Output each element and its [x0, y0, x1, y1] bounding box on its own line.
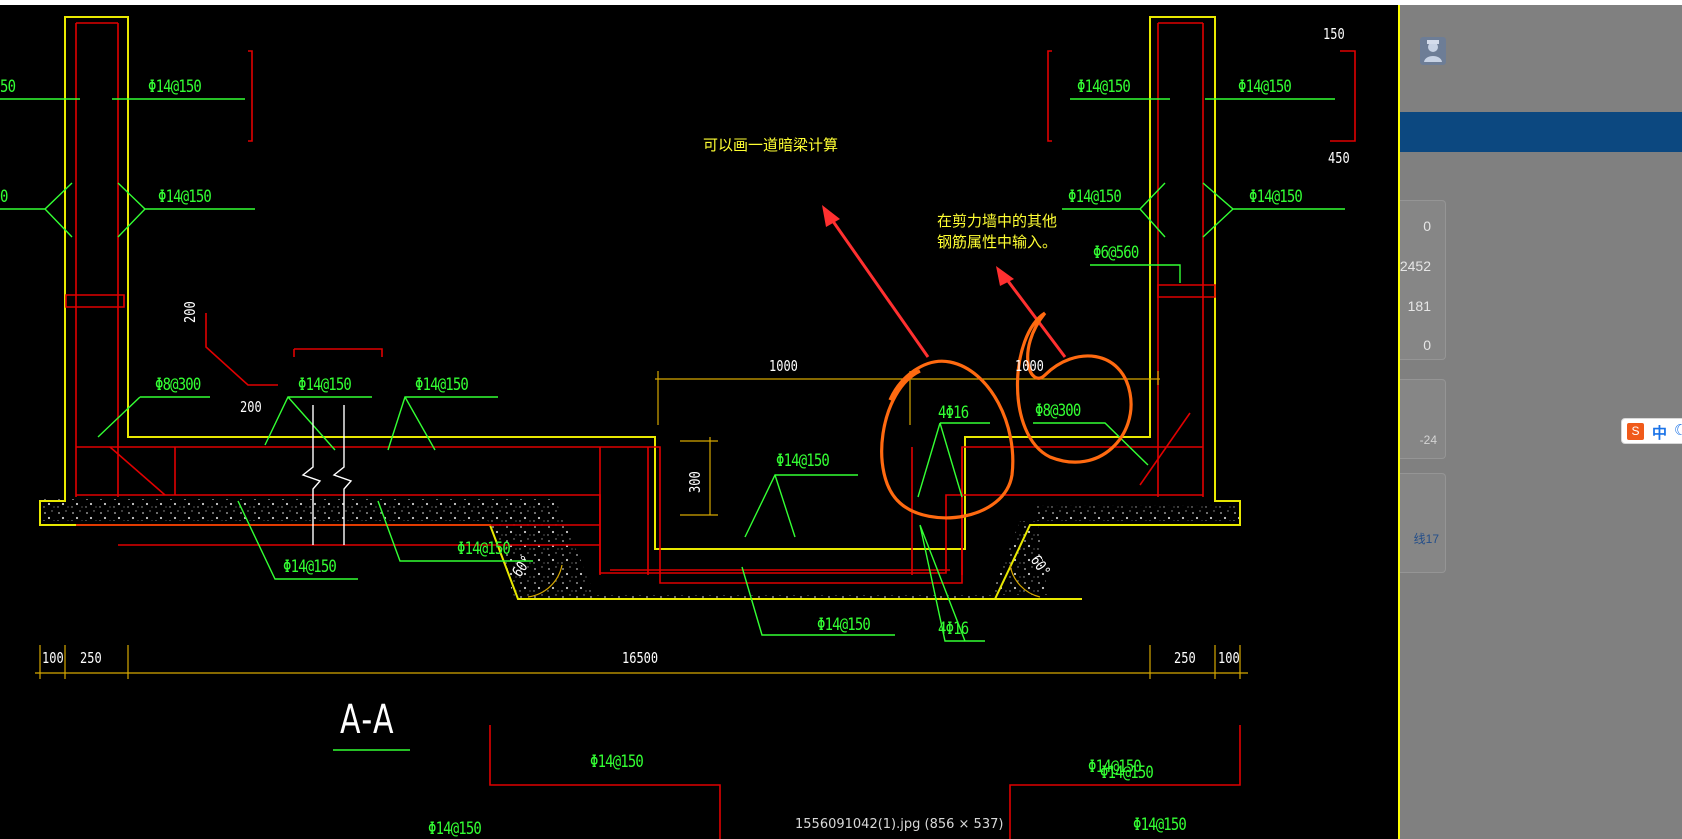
rebar-label: Φ14@150 [457, 539, 511, 559]
dimension-label: 100 [42, 649, 64, 667]
rebar-label: Φ14@150 [158, 187, 212, 207]
dimension-label: 250 [1174, 649, 1196, 667]
rebar-label: Φ14@150 [1133, 815, 1187, 835]
rebar-label: Φ14@150 [1077, 77, 1131, 97]
stat-value: 181 [1407, 298, 1431, 314]
leader-lines [0, 98, 1345, 642]
rebar-label: Φ14@150 [148, 77, 202, 97]
rebar-label: 50 [0, 77, 16, 97]
stat-value: 0 [1423, 218, 1431, 234]
rebar-lines [65, 22, 1356, 839]
ime-language-toggle[interactable]: 中 [1652, 425, 1668, 442]
rebar-label: Φ14@150 [1100, 763, 1154, 783]
rebar-label: Φ14@150 [1238, 77, 1292, 97]
dimension-label: 250 [80, 649, 102, 667]
dimension-label: 1000 [769, 357, 798, 375]
note-hidden-beam: 可以画一道暗梁计算 [703, 136, 839, 154]
stat-value: 2452 [1399, 258, 1431, 274]
ime-toolbar[interactable]: S 中 ☾ [1621, 418, 1682, 444]
dimension-label: 300 [686, 471, 704, 493]
concrete-hatch [40, 499, 1240, 599]
dimension-label: 450 [1328, 149, 1350, 167]
annotation-arrows [822, 205, 1067, 358]
cad-drawing [0, 16, 1356, 839]
rebar-label: Φ14@150 [283, 557, 337, 577]
rebar-label: Φ14@150 [415, 375, 469, 395]
stats-card: 0 2452 181 0 [1400, 200, 1446, 360]
rebar-label: Φ14@150 [776, 451, 830, 471]
card-date: -24 [1419, 433, 1437, 447]
card-link[interactable]: 线17 [1413, 532, 1439, 546]
image-viewer[interactable]: 50 Φ14@150 Φ14@150 Φ14@150 Φ14@150 0 Φ14… [0, 5, 1398, 839]
note-shear-wall-line2: 钢筋属性中输入。 [937, 233, 1058, 251]
rebar-label: Φ14@150 [428, 819, 482, 839]
avatar-icon[interactable] [1420, 37, 1446, 65]
image-caption: 1556091042(1).jpg (856 × 537) [795, 817, 1004, 832]
side-panel: 0 2452 181 0 -24 线17 S 中 ☾ [1398, 5, 1682, 839]
rebar-label: Φ14@150 [590, 752, 644, 772]
link-card[interactable]: 线17 [1400, 473, 1446, 573]
dimension-label: 1000 [1015, 357, 1044, 375]
annotation-circles [880, 311, 1133, 520]
dimension-label: 200 [240, 398, 262, 416]
rebar-label: Φ14@150 [1249, 187, 1303, 207]
dimension-lines [35, 371, 1248, 679]
dimension-label: 150 [1323, 25, 1345, 43]
header-bar [1400, 112, 1682, 152]
dimension-label: 16500 [622, 649, 659, 667]
break-symbol [301, 405, 353, 545]
info-card[interactable]: -24 [1400, 379, 1446, 459]
stat-value: 0 [1423, 337, 1431, 353]
rebar-label: Φ14@150 [1088, 757, 1142, 777]
rebar-label: Φ14@150 [298, 375, 352, 395]
rebar-label: Φ14@150 [817, 615, 871, 635]
note-shear-wall-line1: 在剪力墙中的其他 [937, 212, 1058, 230]
rebar-label: Φ8@300 [1035, 401, 1081, 421]
rebar-label: Φ8@300 [155, 375, 201, 395]
rebar-label: 4Φ16 [938, 403, 969, 423]
ime-logo-icon: S [1627, 423, 1644, 440]
rebar-label: Φ6@560 [1093, 243, 1139, 263]
rebar-label: 0 [0, 187, 8, 207]
rebar-label: 4Φ16 [938, 619, 969, 639]
dimension-label: 100 [1218, 649, 1240, 667]
dimension-label: 200 [181, 301, 199, 323]
section-title: A-A [340, 697, 396, 743]
moon-icon[interactable]: ☾ [1674, 421, 1682, 439]
rebar-label: Φ14@150 [1068, 187, 1122, 207]
